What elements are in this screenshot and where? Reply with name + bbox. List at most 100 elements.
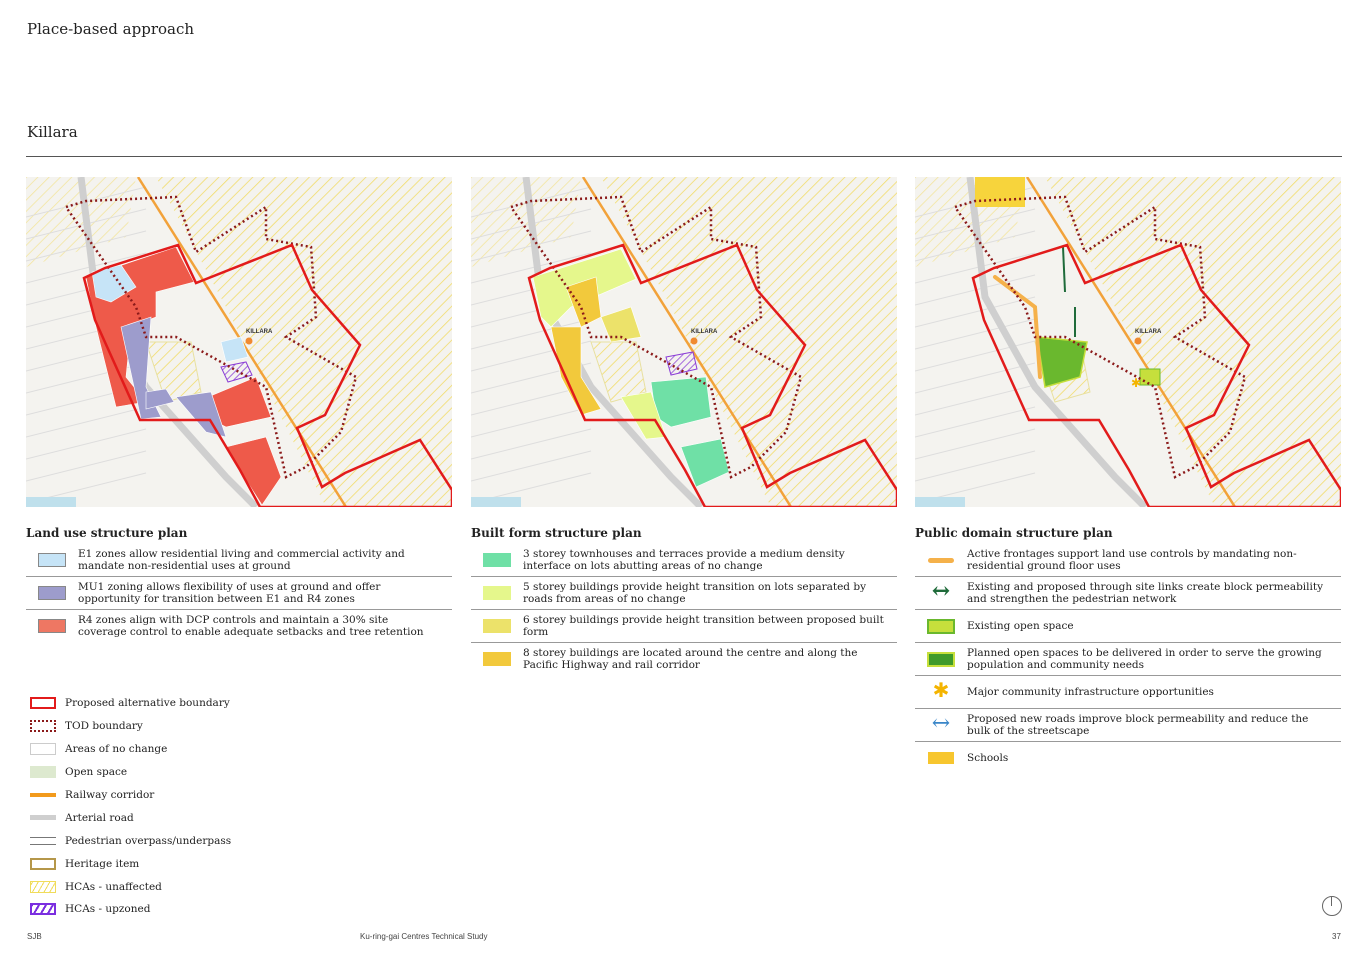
legend-item-railway: Railway corridor xyxy=(30,784,231,807)
street-line xyxy=(26,230,147,262)
legend-row: R4 zones align with DCP controls and mai… xyxy=(26,610,452,642)
legend-label: Open space xyxy=(65,766,128,779)
blue-double-arrow-icon: ↔ xyxy=(931,710,951,736)
place-label: KILLARA xyxy=(691,329,718,335)
public-domain-map: ✱KILLARA xyxy=(915,177,1341,507)
legend-swatch xyxy=(471,553,523,567)
built-form-legend: Built form structure plan 3 storey townh… xyxy=(471,526,897,675)
proposed-boundary xyxy=(971,243,1341,507)
legend-text: Active frontages support land use contro… xyxy=(967,548,1297,572)
legend-swatch xyxy=(471,586,523,600)
page-title: Killara xyxy=(27,123,78,141)
street-line xyxy=(915,406,1036,438)
hca-unaffected-area xyxy=(601,177,897,507)
tod-boundary xyxy=(952,195,1247,479)
legend-row: E1 zones allow residential living and co… xyxy=(26,544,452,577)
legend-label: TOD boundary xyxy=(65,720,143,733)
north-arrow-icon xyxy=(1322,896,1342,916)
hca-unaffected-area xyxy=(1045,177,1341,507)
legend-label: Arterial road xyxy=(65,811,134,824)
school-icon xyxy=(928,752,954,764)
street-line xyxy=(915,252,1036,284)
color-swatch xyxy=(483,652,511,666)
tod-boundary-icon xyxy=(30,720,56,733)
proposed-boundary xyxy=(527,243,897,507)
street-line xyxy=(915,318,1036,350)
legend-item-proposed-boundary: Proposed alternative boundary xyxy=(30,692,231,715)
legend-swatch xyxy=(915,651,967,667)
zone-parcel xyxy=(145,388,175,410)
legend-text: 3 storey townhouses and terraces provide… xyxy=(523,548,845,572)
zone-parcel xyxy=(220,336,249,363)
legend-title: Built form structure plan xyxy=(471,526,642,540)
legend-text: Proposed new roads improve block permeab… xyxy=(967,713,1309,737)
street-line xyxy=(915,230,1036,262)
legend-text: MU1 zoning allows flexibility of uses at… xyxy=(78,581,381,605)
legend-row: ✱Major community infrastructure opportun… xyxy=(915,676,1341,709)
legend-swatch xyxy=(26,553,78,567)
land-use-map: KILLARA xyxy=(26,177,452,507)
legend-item-hca-upzoned: HCAs - upzoned xyxy=(30,898,231,921)
legend-swatch xyxy=(471,652,523,666)
school-area xyxy=(975,177,1025,207)
hca-unaffected-area xyxy=(471,177,581,267)
legend-item-open-space: Open space xyxy=(30,761,231,784)
public-domain-legend: Public domain structure plan Active fron… xyxy=(915,526,1341,774)
land-use-legend: Land use structure plan E1 zones allow r… xyxy=(26,526,452,642)
street-line xyxy=(26,428,147,460)
legend-label: Areas of no change xyxy=(65,743,168,756)
legend-label: Heritage item xyxy=(65,857,140,870)
asterisk-icon: ✱ xyxy=(932,678,950,702)
legend-row: ↔Existing and proposed through site link… xyxy=(915,577,1341,610)
street-line xyxy=(915,428,1036,460)
legend-text: 5 storey buildings provide height transi… xyxy=(523,581,867,605)
legend-row: ↔ Proposed new roads improve block permea… xyxy=(915,709,1341,742)
station-icon xyxy=(1134,337,1142,345)
street-line xyxy=(26,450,147,482)
street-line xyxy=(915,362,1036,394)
arterial-road xyxy=(966,177,1148,507)
legend-row: Active frontages support land use contro… xyxy=(915,544,1341,577)
active-frontage xyxy=(993,275,1042,379)
through-site-link xyxy=(1062,246,1076,337)
station-icon xyxy=(245,337,253,345)
footer-document-title: Ku-ring-gai Centres Technical Study xyxy=(360,932,488,941)
street-line xyxy=(26,406,147,438)
legend-title: Land use structure plan xyxy=(26,526,188,540)
legend-row: 3 storey townhouses and terraces provide… xyxy=(471,544,897,577)
legend-item-tod-boundary: TOD boundary xyxy=(30,715,231,738)
community-infrastructure-icon: ✱ xyxy=(1131,376,1141,390)
title-divider xyxy=(26,156,1342,157)
legend-row: 8 storey buildings are located around th… xyxy=(471,643,897,675)
open-space-icon xyxy=(30,766,56,779)
street-line xyxy=(915,296,1036,328)
tod-boundary xyxy=(63,195,358,479)
legend-row: MU1 zoning allows flexibility of uses at… xyxy=(26,577,452,610)
legend-text: 6 storey buildings provide height transi… xyxy=(523,614,884,638)
hca-upzoned-area xyxy=(665,351,698,376)
legend-swatch: ↔ xyxy=(915,710,967,736)
place-label: KILLARA xyxy=(246,329,273,335)
legend-title: Public domain structure plan xyxy=(915,526,1113,540)
legend-label: Railway corridor xyxy=(65,789,155,801)
street-line xyxy=(471,230,592,262)
legend-item-no-change: Areas of no change xyxy=(30,738,231,761)
railway-icon xyxy=(30,793,56,797)
legend-swatch xyxy=(471,619,523,633)
street-line xyxy=(471,252,592,284)
legend-label: HCAs - unaffected xyxy=(65,880,162,893)
hca-unaffected-area xyxy=(156,177,452,507)
color-swatch xyxy=(483,553,511,567)
hca-unaffected-area xyxy=(26,177,136,267)
legend-item-heritage: Heritage item xyxy=(30,852,231,875)
color-swatch xyxy=(38,619,66,633)
legend-text: Existing open space xyxy=(967,620,1074,632)
hca-upzoned-icon xyxy=(30,903,56,916)
station-icon xyxy=(690,337,698,345)
legend-label: Proposed alternative boundary xyxy=(65,697,230,710)
water-body xyxy=(915,497,965,507)
color-swatch xyxy=(483,586,511,600)
green-double-arrow-icon: ↔ xyxy=(931,578,951,604)
legend-label: Pedestrian overpass/underpass xyxy=(65,834,232,847)
